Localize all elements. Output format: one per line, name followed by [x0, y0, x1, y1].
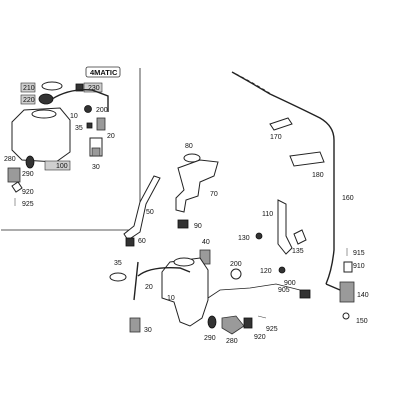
nozzle-hose	[325, 283, 341, 291]
inset-label-box-100	[44, 160, 71, 171]
label-170: 170	[270, 134, 282, 141]
part-925-screw	[257, 315, 267, 319]
label-150: 150	[356, 318, 368, 325]
label-40: 40	[202, 239, 210, 246]
inset-label-100: 100	[56, 163, 68, 170]
inset-sensor-cap	[38, 93, 54, 105]
label-60: 60	[138, 238, 146, 245]
part-180	[289, 151, 325, 167]
part-90	[177, 219, 189, 229]
inset-seal	[25, 155, 35, 169]
part-40	[199, 249, 211, 265]
label-80: 80	[185, 143, 193, 150]
inset-label-30: 30	[92, 164, 100, 171]
part-110	[277, 199, 293, 255]
inset-label-920: 920	[22, 189, 34, 196]
reservoir	[161, 257, 209, 327]
label-10: 10	[167, 295, 175, 302]
part-170	[269, 117, 293, 131]
part-910	[343, 261, 353, 273]
label-30: 30	[144, 327, 152, 334]
label-130: 130	[238, 235, 250, 242]
label-140: 140	[357, 292, 369, 299]
part-140	[339, 281, 355, 303]
inset-label-10: 10	[70, 113, 78, 120]
inset-reservoir	[11, 107, 71, 163]
inset-bracket	[11, 181, 23, 193]
inset-reservoir-neck	[31, 109, 57, 119]
part-30	[129, 317, 141, 333]
inset-label-925: 925	[22, 201, 34, 208]
inset-label-210: 210	[23, 85, 35, 92]
inset-label-box-230	[83, 82, 103, 93]
inset-pump-top	[96, 117, 106, 131]
label-905: 905	[278, 287, 290, 294]
part-200	[230, 268, 242, 280]
inset-cap-ring	[41, 81, 63, 91]
washer-hose	[231, 71, 335, 285]
inset-badge	[85, 66, 121, 78]
label-915: 915	[353, 250, 365, 257]
part-70	[175, 159, 219, 213]
inset-label-280: 280	[4, 156, 16, 163]
inset-label-220: 220	[23, 97, 35, 104]
inset-badge-text: 4MATIC	[90, 68, 118, 77]
inset-motor	[7, 167, 21, 183]
inset-label-230: 230	[88, 85, 100, 92]
part-120	[278, 266, 286, 274]
part-50	[123, 175, 161, 241]
label-35: 35	[114, 260, 122, 267]
label-70: 70	[210, 191, 218, 198]
label-120: 120	[260, 268, 272, 275]
reservoir-neck	[173, 257, 195, 267]
label-925: 925	[266, 326, 278, 333]
part-900	[299, 289, 311, 299]
inset-label-35: 35	[75, 125, 83, 132]
part-920-bracket	[243, 317, 253, 329]
inset-connector	[75, 83, 84, 92]
inset-wire	[51, 89, 109, 112]
level-wire	[137, 266, 191, 277]
part-150	[342, 312, 350, 320]
inset-grommet	[84, 105, 92, 113]
inset-label-box-210	[20, 82, 36, 93]
label-920: 920	[254, 334, 266, 341]
label-90: 90	[194, 223, 202, 230]
label-910: 910	[353, 263, 365, 270]
label-180: 180	[312, 172, 324, 179]
label-160: 160	[342, 195, 354, 202]
inset-label-200: 200	[96, 107, 108, 114]
pump-hose	[207, 283, 301, 299]
main-assembly: 170 180 160 80 70 50 60 90 40 10 35 20	[109, 71, 369, 345]
inset-pump-base	[91, 147, 101, 157]
label-110: 110	[262, 211, 273, 218]
label-200: 200	[230, 261, 242, 268]
inset-clip	[86, 122, 93, 129]
label-290: 290	[204, 335, 216, 342]
part-135	[293, 229, 307, 245]
part-290	[207, 315, 217, 329]
inset-label-20: 20	[107, 133, 115, 140]
part-60	[125, 237, 135, 247]
label-50: 50	[146, 209, 154, 216]
label-135: 135	[292, 248, 304, 255]
label-20: 20	[145, 284, 153, 291]
label-280: 280	[226, 338, 238, 345]
label-900: 900	[284, 280, 296, 287]
inset-label-290: 290	[22, 171, 34, 178]
inset-label-box-220	[20, 94, 36, 105]
part-80	[183, 153, 201, 163]
part-280	[221, 315, 245, 335]
part-130	[255, 232, 263, 240]
part-20-sensor	[133, 261, 139, 301]
part-35	[109, 272, 127, 282]
inset-4matic: 4MATIC 210 230 220 200 10 35 20 30 280 2…	[1, 66, 141, 231]
